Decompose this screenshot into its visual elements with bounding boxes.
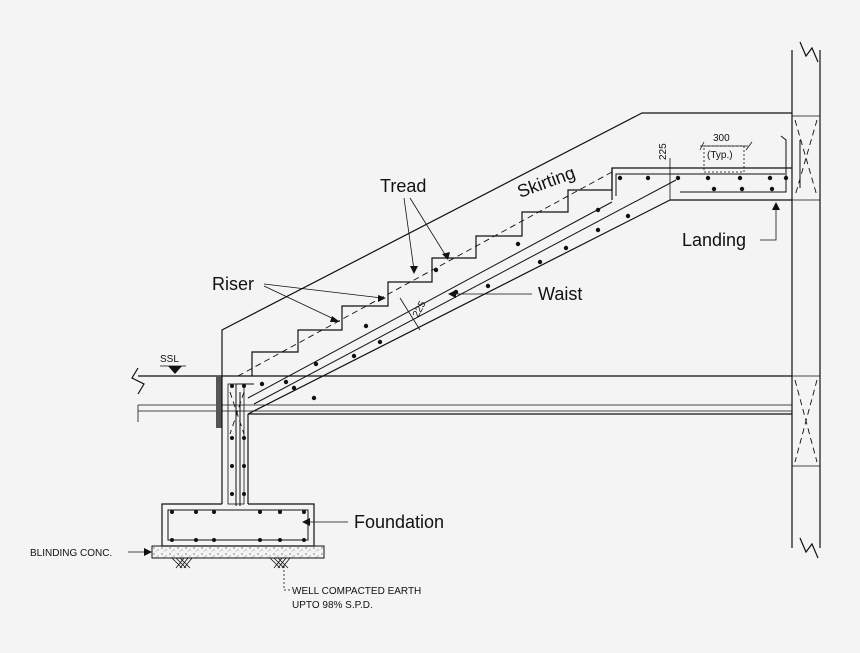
landing-label: Landing: [682, 230, 746, 250]
ssl-label: SSL: [160, 354, 179, 365]
blinding-label: BLINDING CONC.: [30, 548, 112, 559]
waist-label: Waist: [538, 284, 582, 304]
dim-typ-label: (Typ.): [707, 150, 733, 161]
dim-225-landing-label: 225: [658, 143, 669, 160]
foundation-label: Foundation: [354, 512, 444, 532]
tread-label: Tread: [380, 176, 426, 196]
stair-steps: 225: [237, 168, 677, 415]
leader-lines: [128, 197, 780, 556]
foundation-footing: [151, 503, 325, 559]
right-column: [791, 41, 821, 559]
earth-label-line1: WELL COMPACTED EARTH: [292, 586, 421, 597]
earth-hatch: [171, 557, 291, 591]
dim-300-label: 300: [713, 133, 730, 144]
skirting-outline: [221, 112, 792, 376]
ssl-marker: SSL: [160, 354, 186, 374]
earth-label-line2: UPTO 98% S.P.D.: [292, 600, 373, 611]
riser-label: Riser: [212, 274, 254, 294]
landing-slab: 300 (Typ.) 225: [611, 133, 801, 201]
left-stub-column: [216, 376, 254, 506]
